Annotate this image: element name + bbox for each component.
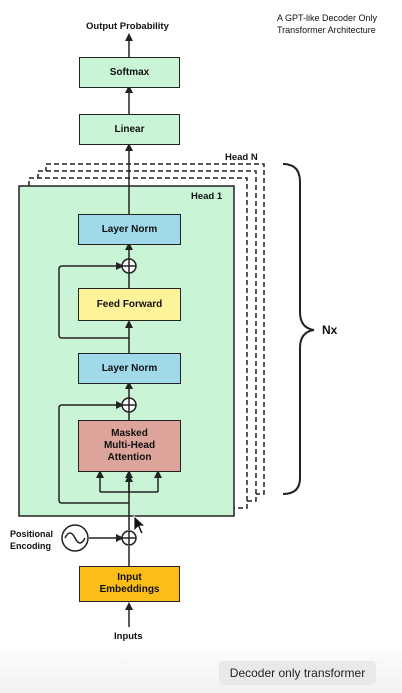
- attention-input-lines: [96, 470, 162, 493]
- layer-norm-bottom-box: Layer Norm: [78, 353, 181, 384]
- feed-forward-box: Feed Forward: [78, 288, 181, 321]
- head-1-label: Head 1: [191, 191, 223, 202]
- inputs-label: Inputs: [114, 631, 143, 642]
- residual-lines: [58, 262, 129, 504]
- masked-attention-box: Masked Multi-Head Attention: [78, 420, 181, 472]
- add-nodes: [121, 258, 137, 546]
- add-icon-bottom: [121, 530, 137, 546]
- positional-link: [61, 524, 124, 552]
- embeddings-line-1: Input: [117, 572, 142, 583]
- diagram-title-line-1: A GPT-like Decoder Only: [277, 13, 378, 23]
- nx-brace: [282, 163, 315, 495]
- positional-encoding-label: Positional Encoding: [10, 528, 53, 552]
- diagram-title: A GPT-like Decoder Only Transformer Arch…: [277, 12, 377, 36]
- add-icon-middle: [121, 397, 137, 413]
- head-n-label: Head N: [225, 152, 258, 163]
- input-embeddings-box: Input Embeddings: [79, 566, 180, 602]
- softmax-box: Softmax: [79, 57, 180, 88]
- attention-line-1: Masked: [111, 428, 148, 439]
- layer-norm-top-box: Layer Norm: [78, 214, 181, 245]
- positional-line-2: Encoding: [10, 541, 51, 551]
- attention-line-3: Attention: [107, 452, 152, 463]
- cursor-icon: [133, 515, 147, 535]
- output-probability-label: Output Probability: [86, 21, 169, 32]
- embeddings-line-2: Embeddings: [99, 584, 160, 595]
- attention-line-2: Multi-Head: [103, 440, 156, 451]
- add-icon-top: [121, 258, 137, 274]
- positional-line-1: Positional: [10, 529, 54, 539]
- nx-label: Nx: [322, 323, 338, 337]
- caption-tooltip: Decoder only transformer: [219, 661, 376, 685]
- diagram-title-line-2: Transformer Architecture: [277, 25, 376, 35]
- linear-box: Linear: [79, 114, 180, 145]
